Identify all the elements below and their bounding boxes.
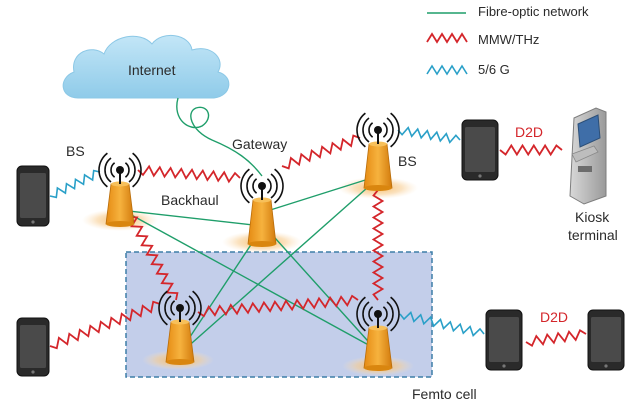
gateway-label: Gateway: [232, 136, 288, 152]
fibre-links: [119, 97, 379, 353]
legend-mmw-swatch: [426, 32, 468, 44]
bs-left-label: BS: [66, 143, 85, 159]
mmw-bs-left-gateway: [137, 164, 241, 184]
femto-cell-label: Femto cell: [412, 386, 477, 402]
internet-label: Internet: [128, 62, 176, 78]
backhaul-label: Backhaul: [161, 192, 219, 208]
terminal-label: terminal: [568, 227, 618, 243]
legend-fibre-label: Fibre-optic network: [478, 4, 589, 19]
legend-mmw-label: MMW/THz: [478, 32, 540, 47]
mmw-phone-femto: [49, 300, 161, 350]
legend-g56-label: 5/6 G: [478, 62, 510, 77]
g56-phone-bs-left: [49, 169, 101, 199]
mmw-links: [49, 134, 587, 350]
mmw-d2d-bottom: [525, 328, 587, 348]
g56-bs-right-phone: [397, 126, 461, 144]
internet-cloud: [62, 35, 230, 99]
phones: [16, 119, 625, 377]
femto-tower-right-icon: [356, 296, 400, 371]
femto-tower-left-icon: [158, 290, 202, 365]
phone-right-bottom-b-icon: [587, 309, 625, 371]
g56-links: [49, 126, 485, 337]
mmw-d2d-top: [499, 143, 563, 157]
fibre-cloud-gateway: [176, 97, 263, 177]
fibre-gateway-femto-left: [179, 227, 263, 353]
fibre-gateway-bs-right: [263, 175, 379, 213]
fibre-gateway-bs-left: [119, 209, 263, 227]
gateway-tower-icon: [240, 168, 284, 247]
base-station-left-icon: [98, 152, 142, 227]
kiosk-label: Kiosk: [575, 209, 610, 225]
d2d-bottom-label: D2D: [540, 309, 569, 325]
mmw-gateway-bs-right: [281, 134, 361, 170]
mmw-bs-right-femto: [371, 189, 385, 301]
fibre-bs-left-femto-right: [125, 211, 375, 349]
d2d-top-label: D2D: [515, 124, 544, 140]
legend-g56-swatch: [426, 64, 468, 76]
phone-left-bottom-icon: [16, 317, 50, 377]
fibre-bs-right-femto-left: [183, 179, 377, 351]
g56-femto-phone: [399, 311, 485, 337]
bs-right-label: BS: [398, 153, 417, 169]
base-station-right-icon: [356, 112, 400, 191]
phone-right-top-icon: [461, 119, 499, 181]
legend: [426, 12, 468, 76]
mmw-femto-link: [197, 294, 359, 318]
towers: [98, 112, 400, 371]
phone-left-top-icon: [16, 165, 50, 227]
phone-right-bottom-a-icon: [485, 309, 523, 371]
kiosk-terminal-icon: [569, 107, 607, 205]
mmw-backhaul-bs-left-femto: [125, 209, 179, 301]
fibre-gateway-femto-right: [265, 227, 377, 351]
